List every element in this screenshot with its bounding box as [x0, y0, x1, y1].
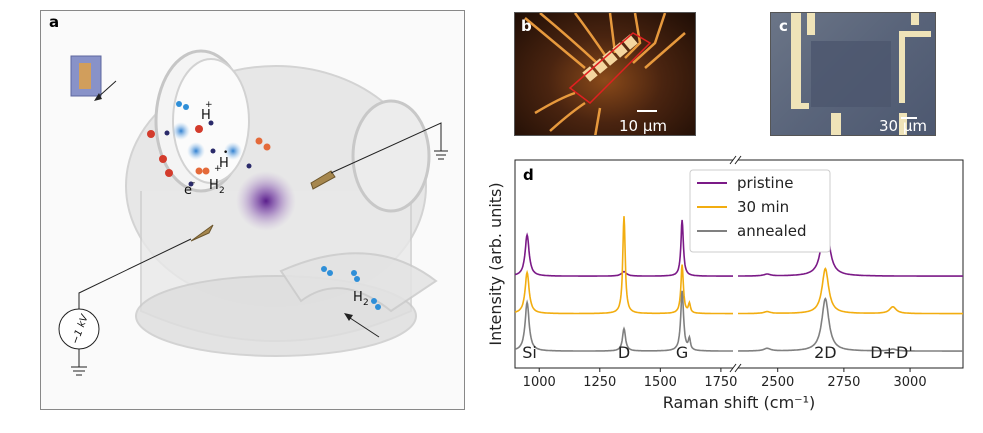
axes-left-box — [514, 159, 733, 369]
x-tick-label: 3000 — [894, 375, 927, 390]
peak-label-G: G — [676, 343, 688, 362]
axis-break-mark — [734, 363, 742, 373]
x-tick-label: 1250 — [583, 375, 616, 390]
label-h-dot: H — [219, 156, 229, 171]
scale-text-b: 10 μm — [619, 117, 668, 135]
x-axis-label: Raman shift (cm⁻¹) — [663, 393, 816, 412]
svg-text:+: + — [214, 164, 222, 174]
axes-right-box — [738, 159, 964, 369]
right-port — [351, 99, 431, 213]
label-h2-inlet: H — [353, 290, 363, 305]
scale-text-c: 30 μm — [879, 117, 928, 135]
svg-text:2: 2 — [219, 186, 225, 196]
flake-outline — [568, 32, 652, 104]
chamber-base — [135, 275, 417, 357]
panel-a-schematic: a — [40, 10, 465, 410]
peak-label-D: D — [618, 343, 630, 362]
y-axis-label: Intensity (arb. units) — [486, 182, 505, 345]
series-line-annealed-0 — [514, 290, 733, 352]
plasma-glow — [236, 171, 296, 231]
plasma-chamber-drawing: H + H • + H 2 e - H 2 −1 kV — [58, 49, 448, 376]
series-line-annealed-1 — [738, 297, 963, 352]
axis-break-mark — [729, 363, 737, 373]
panel-b-micrograph: b 10 μm — [514, 12, 696, 136]
series-line-30-min-0 — [514, 216, 733, 315]
svg-text:2: 2 — [363, 298, 369, 308]
series-line-pristine-0 — [514, 219, 733, 277]
axis-break-mark — [734, 155, 742, 165]
peak-label-Si: Si — [522, 343, 537, 362]
panel-a-label: a — [49, 13, 60, 31]
gas-inlet-arm — [279, 252, 438, 313]
x-tick-label: 1500 — [644, 375, 677, 390]
axis-break-mark — [729, 155, 737, 165]
left-electrode — [190, 224, 214, 242]
peak-label-DD: D+D' — [870, 343, 912, 362]
panel-c-label: c — [779, 17, 788, 35]
svg-text:•: • — [223, 148, 228, 158]
panel-c-micrograph: c 30 μm — [770, 12, 936, 136]
series-line-pristine-1 — [738, 206, 963, 277]
x-tick-label: 1000 — [523, 375, 556, 390]
right-electrode — [310, 170, 336, 190]
legend-entry: 30 min — [737, 198, 789, 216]
sample-chip-icon — [70, 55, 102, 97]
svg-text:-: - — [192, 178, 195, 188]
label-h2: H — [209, 178, 219, 193]
series-line-30-min-1 — [738, 267, 963, 315]
x-tick-label: 2500 — [761, 375, 794, 390]
label-h-plus: H — [201, 108, 211, 123]
svg-text:+: + — [205, 100, 213, 110]
legend-entry: pristine — [737, 174, 793, 192]
label-electron: e — [184, 183, 192, 198]
panel-b-label: b — [521, 17, 532, 35]
x-tick-label: 2750 — [827, 375, 860, 390]
x-tick-label: 1750 — [704, 375, 737, 390]
legend-entry: annealed — [737, 222, 807, 240]
panel-d-label: d — [523, 166, 534, 184]
peak-label-2D: 2D — [814, 343, 837, 362]
